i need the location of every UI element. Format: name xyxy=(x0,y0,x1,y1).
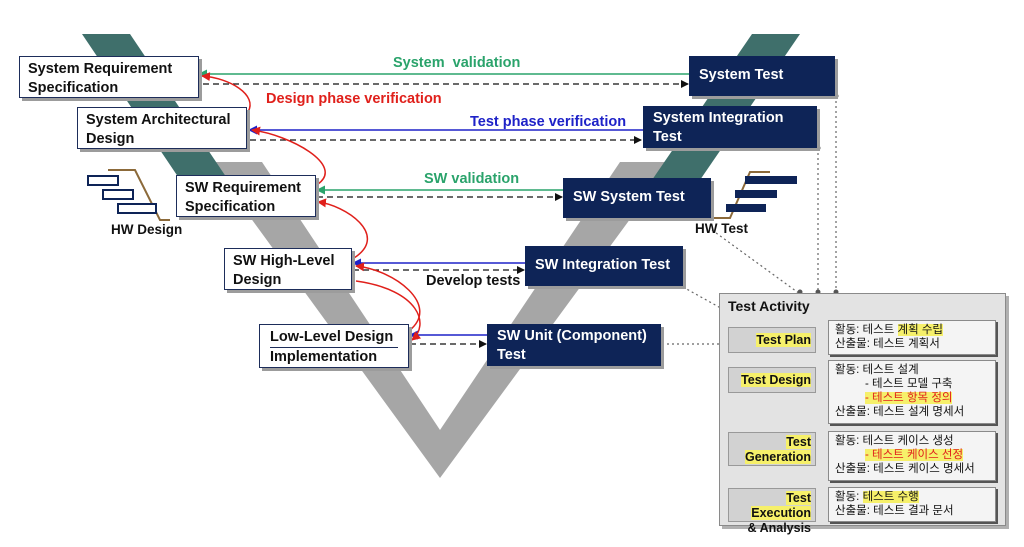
ta-desc-test-design: 활동: 테스트 설계 - 테스트 모델 구축 - 테스트 항목 정의 산출물: … xyxy=(828,360,996,424)
ta-activity-highlight: 계획 수립 xyxy=(897,324,944,336)
ta-label-line1: Test xyxy=(786,435,811,449)
box-line1: System Integration xyxy=(653,110,784,126)
ta-sub-1: - 테스트 케이스 선정 xyxy=(865,449,964,461)
label-design-phase-verification: Design phase verification xyxy=(266,91,442,107)
box-line1: SW Requirement xyxy=(185,180,302,196)
ta-output: 산출물: 테스트 결과 문서 xyxy=(835,505,954,517)
box-line2: Design xyxy=(233,272,282,288)
ta-label-text: Test Design xyxy=(741,373,811,387)
ta-output: 산출물: 테스트 계획서 xyxy=(835,338,940,350)
ta-label-test-design: Test Design xyxy=(728,367,816,393)
ta-label-test-generation: Test Generation xyxy=(728,432,816,466)
ta-output: 산출물: 테스트 케이스 명세서 xyxy=(835,463,975,475)
box-line1: Low-Level Design xyxy=(270,328,398,348)
box-line2: Design xyxy=(86,131,135,147)
box-line2: Test xyxy=(497,347,526,363)
design-verification-curve-3 xyxy=(317,198,369,259)
label-hw-test: HW Test xyxy=(695,221,748,236)
ta-output: 산출물: 테스트 설계 명세서 xyxy=(835,406,965,418)
box-sw-requirement-specification: SW Requirement Specification xyxy=(176,175,316,217)
ta-activity: 활동: 테스트 케이스 생성 xyxy=(835,435,954,447)
ta-activity: 활동: xyxy=(835,491,863,503)
label-develop-tests: Develop tests xyxy=(426,273,521,289)
ta-label-text: Test Plan xyxy=(756,333,811,347)
hw-test-graphic xyxy=(712,171,797,219)
box-line2: Specification xyxy=(28,80,119,96)
design-verification-curve-1 xyxy=(201,72,251,113)
ta-activity-highlight: 테스트 수행 xyxy=(862,491,919,503)
ta-activity: 활동: 테스트 설계 xyxy=(835,364,919,376)
box-line1: SW High-Level xyxy=(233,253,335,269)
ta-label-line2: Generation xyxy=(745,450,811,464)
ta-label-test-execution-analysis: Test Execution & Analysis xyxy=(728,488,816,535)
box-system-architectural-design: System Architectural Design xyxy=(77,107,247,149)
test-activity-title: Test Activity xyxy=(728,298,810,314)
test-activity-panel: Test Activity Test Plan 활동: 테스트 계획 수립 산출… xyxy=(719,293,1006,535)
box-line1: System Test xyxy=(699,67,784,83)
box-sw-unit-component-test: SW Unit (Component) Test xyxy=(487,324,661,366)
ta-desc-test-plan: 활동: 테스트 계획 수립 산출물: 테스트 계획서 xyxy=(828,320,996,355)
label-hw-design: HW Design xyxy=(111,222,183,237)
ta-activity: 활동: 테스트 xyxy=(835,324,898,336)
box-system-test: System Test xyxy=(689,56,835,96)
hw-design-graphic xyxy=(87,169,170,221)
box-sw-integration-test: SW Integration Test xyxy=(525,246,683,286)
ta-sub-2: - 테스트 항목 정의 xyxy=(865,392,953,404)
ta-label-test-plan: Test Plan xyxy=(728,327,816,353)
design-verification-curve-2 xyxy=(251,126,326,185)
box-line1: System Architectural xyxy=(86,112,231,128)
design-verification-curve-5 xyxy=(355,280,422,341)
box-low-level-design-implementation: Low-Level Design Implementation xyxy=(259,324,409,368)
box-sw-system-test: SW System Test xyxy=(563,178,711,218)
ta-label-line2: & Analysis xyxy=(747,521,811,535)
label-test-phase-verification: Test phase verification xyxy=(470,114,627,130)
box-sw-high-level-design: SW High-Level Design xyxy=(224,248,352,290)
design-verification-curve-4 xyxy=(355,262,421,331)
box-line1: System Requirement xyxy=(28,61,173,77)
box-line1: SW System Test xyxy=(573,189,685,205)
ta-desc-test-generation: 활동: 테스트 케이스 생성 - 테스트 케이스 선정 산출물: 테스트 케이스… xyxy=(828,431,996,481)
ta-sub-1: - 테스트 모델 구축 xyxy=(865,378,953,390)
box-line1: SW Unit (Component) xyxy=(497,328,647,344)
box-system-integration-test: System Integration Test xyxy=(643,106,817,148)
box-line2: Specification xyxy=(185,199,276,215)
box-line1: SW Integration Test xyxy=(535,257,671,273)
label-sw-validation: SW validation xyxy=(424,171,520,187)
label-system-validation: System validation xyxy=(393,55,521,71)
box-system-requirement-specification: System Requirement Specification xyxy=(19,56,199,98)
ta-label-line1: Test Execution xyxy=(751,491,811,520)
box-line2: Implementation xyxy=(270,349,378,365)
box-line2: Test xyxy=(653,129,682,145)
ta-desc-test-execution-analysis: 활동: 테스트 수행 산출물: 테스트 결과 문서 xyxy=(828,487,996,522)
